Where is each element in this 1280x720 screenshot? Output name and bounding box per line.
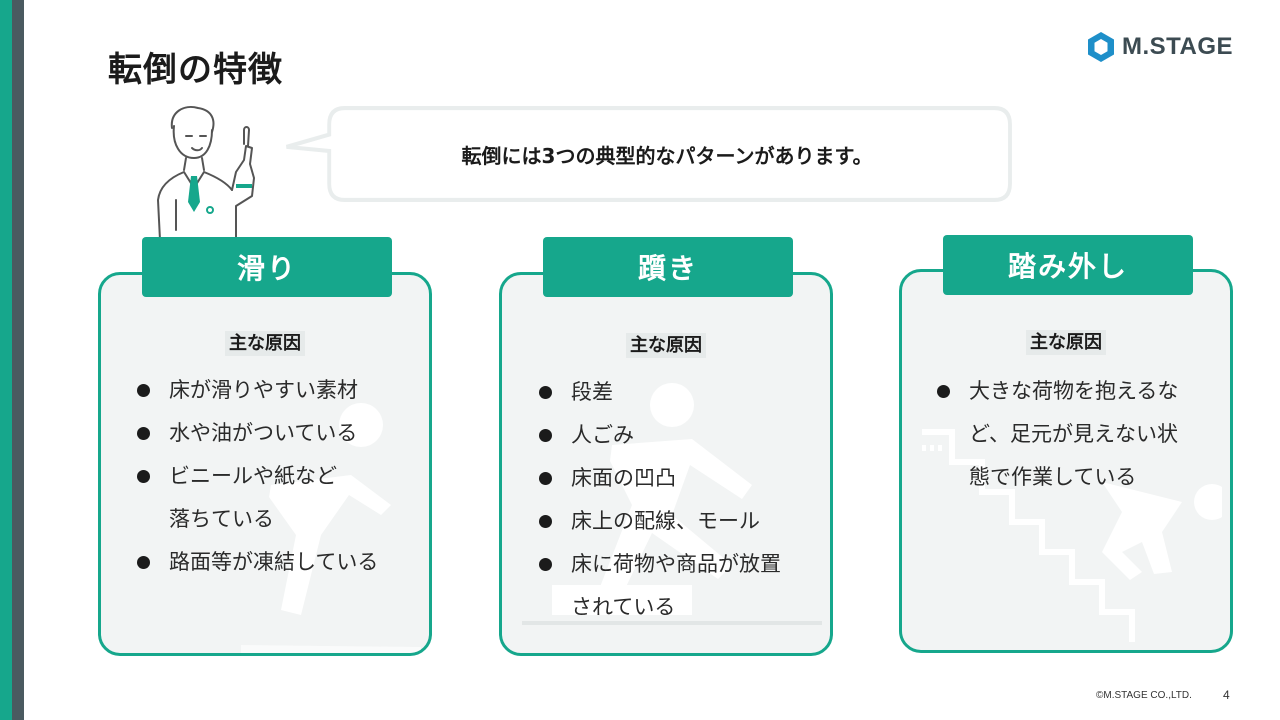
presenter-illustration — [157, 106, 255, 240]
list-item: 路面等が凍結している — [133, 541, 423, 584]
bullet-dot-icon — [539, 386, 552, 399]
cause-label: 主な原因 — [101, 329, 429, 356]
bullet-dot-icon — [137, 556, 150, 569]
list-item: 床上の配線、モール — [535, 500, 825, 543]
list-item: 床に荷物や商品が放置 — [535, 543, 825, 586]
cause-label: 主な原因 — [902, 328, 1230, 355]
tripping-figure-icon — [522, 383, 822, 625]
page-number: 4 — [1223, 688, 1230, 702]
bullet-dot-icon — [137, 427, 150, 440]
list-item: 段差 — [535, 371, 825, 414]
bullet-dot-icon — [539, 429, 552, 442]
bubble-text: 転倒には3つの典型的なパターンがあります。 — [461, 143, 873, 168]
bullet-dot-icon — [539, 558, 552, 571]
cause-label: 主な原因 — [502, 331, 830, 358]
list-item: 床が滑りやすい素材 — [133, 369, 423, 412]
slipping-figure-icon — [241, 403, 421, 653]
bullet-dot-icon — [137, 470, 150, 483]
list-item: 人ごみ — [535, 414, 825, 457]
bullet-dot-icon — [137, 384, 150, 397]
speech-bubble — [286, 106, 1012, 202]
bullet-dot-icon — [937, 385, 950, 398]
card-header-misstep: 踏み外し — [943, 235, 1193, 295]
left-accent-bar — [0, 0, 24, 720]
copyright: ©M.STAGE CO.,LTD. — [1096, 690, 1192, 701]
card-header-trip: 躓き — [543, 237, 793, 297]
logo-text: M.STAGE — [1122, 33, 1234, 60]
cause-list: 床が滑りやすい素材 水や油がついている ビニールや紙など 落ちている 路面等が凍… — [133, 369, 423, 584]
list-item: 大きな荷物を抱えるな — [933, 370, 1230, 413]
falling-on-stairs-icon — [922, 429, 1222, 642]
list-item-continuation: 態で作業している — [969, 465, 1137, 489]
slide-title: 転倒の特徴 — [108, 50, 283, 90]
cause-list: 段差 人ごみ 床面の凹凸 床上の配線、モール 床に荷物や商品が放置 されている — [535, 371, 825, 629]
bullet-dot-icon — [539, 515, 552, 528]
list-item: ビニールや紙など — [133, 455, 423, 498]
cause-list: 大きな荷物を抱えるな ど、足元が見えない状 態で作業している — [933, 370, 1230, 499]
list-item-continuation: ど、足元が見えない状 — [969, 422, 1178, 446]
card-trip: 主な原因 段差 人ごみ 床面の凹凸 床上の配線、モール 床に荷物や商品が放置 さ… — [499, 272, 833, 656]
card-header-slip: 滑り — [142, 237, 392, 297]
list-item: 床面の凹凸 — [535, 457, 825, 500]
hexagon-logo-icon — [1088, 32, 1114, 62]
card-slip: 主な原因 床が滑りやすい素材 水や油がついている ビニールや紙など 落ちている … — [98, 272, 432, 656]
list-item-continuation: 落ちている — [169, 507, 274, 531]
list-item-continuation: されている — [571, 595, 676, 619]
bullet-dot-icon — [539, 472, 552, 485]
list-item: 水や油がついている — [133, 412, 423, 455]
company-logo: M.STAGE — [1086, 30, 1233, 64]
card-misstep: 主な原因 大きな荷物を抱えるな ど、足元が見えない状 態で作業している — [899, 269, 1233, 653]
